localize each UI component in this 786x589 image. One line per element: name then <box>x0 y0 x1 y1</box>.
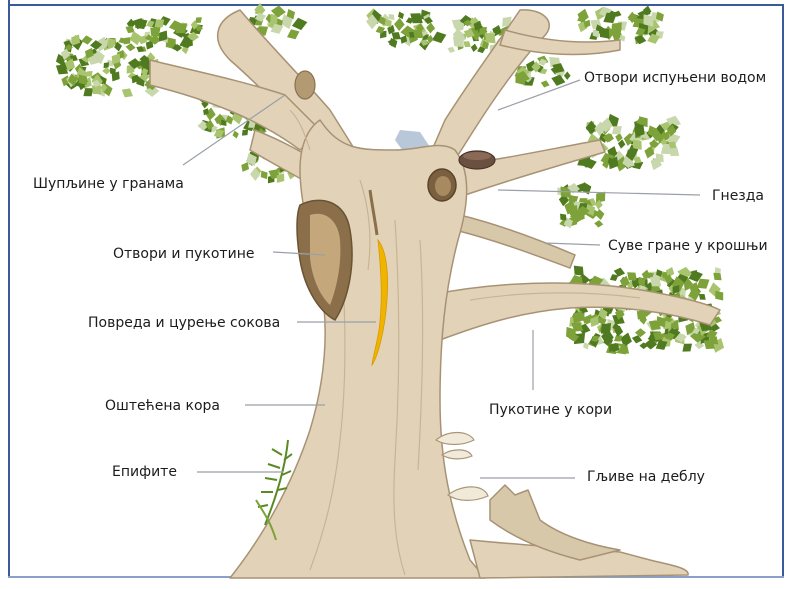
leaf-mark <box>81 35 94 46</box>
label-epiphytes: Епифите <box>112 464 177 480</box>
leaf-mark <box>430 29 449 46</box>
leaf-mark <box>594 220 604 228</box>
leaf-mark <box>394 17 405 31</box>
branch-hollow <box>295 71 315 99</box>
label-dry-branches: Суве гране у крошњи <box>608 238 768 254</box>
label-trunk-fungi: Гљиве на деблу <box>587 469 705 485</box>
leaf-mark <box>426 22 435 33</box>
leaf-mark <box>564 71 571 80</box>
leaf-mark <box>119 85 135 100</box>
leaf-mark <box>470 43 478 53</box>
label-damaged-bark: Оштећена кора <box>105 398 220 414</box>
leaf-mark <box>396 10 405 20</box>
label-holes-cracks: Отвори и пукотине <box>113 246 254 262</box>
leaf-mark <box>446 45 456 54</box>
leaf-mark <box>125 43 136 52</box>
label-injury-sap: Повреда и цурење сокова <box>88 315 280 331</box>
label-water-holes: Отвори испуњени водом <box>584 70 766 86</box>
leaf-mark <box>540 79 551 89</box>
label-branch-hollows: Шупљине у гранама <box>33 176 184 192</box>
tree-trunk <box>150 10 720 578</box>
leaf-mark <box>595 208 606 220</box>
label-bark-cracks: Пукотине у кори <box>489 402 612 418</box>
label-nests: Гнезда <box>712 188 764 204</box>
leaf-mark <box>102 67 111 74</box>
